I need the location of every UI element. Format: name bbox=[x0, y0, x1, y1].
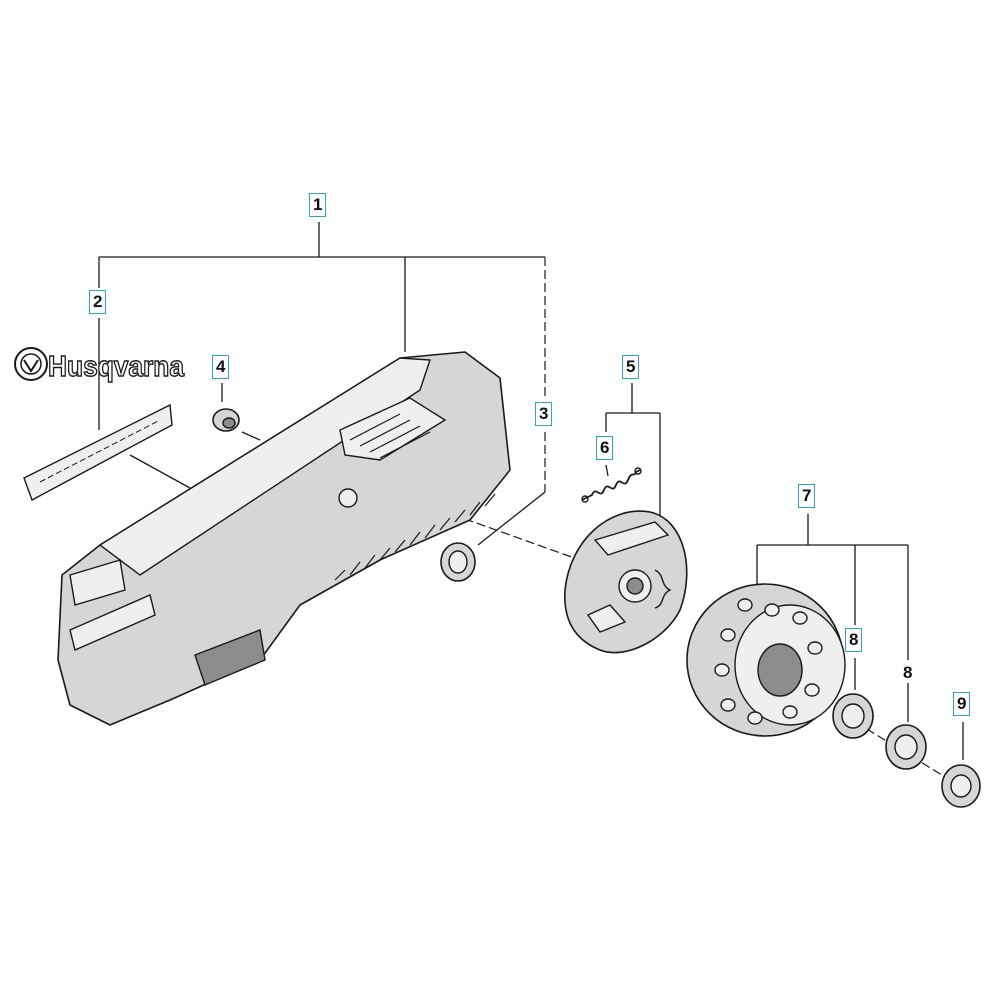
decal-strip bbox=[23, 403, 173, 501]
nut-part-4 bbox=[212, 408, 240, 432]
callout-8-plain: 8 bbox=[903, 663, 913, 682]
callout-8-boxed: 8 bbox=[845, 628, 863, 652]
bearing-part-8-first bbox=[832, 693, 874, 739]
callout-1: 1 bbox=[309, 193, 327, 217]
spring-part-6 bbox=[581, 467, 642, 503]
callout-3: 3 bbox=[535, 402, 553, 426]
sleeve-part-3 bbox=[440, 542, 476, 582]
leader-lines bbox=[98, 222, 964, 781]
callout-5: 5 bbox=[622, 355, 640, 379]
callout-4: 4 bbox=[212, 355, 230, 379]
seal-ring-part-9 bbox=[941, 764, 981, 808]
husqvarna-logo-decal: Husqvarna bbox=[14, 347, 185, 384]
clutch-assembly-part-5 bbox=[564, 510, 688, 654]
callout-9: 9 bbox=[953, 692, 971, 716]
clutch-cover bbox=[57, 351, 511, 726]
callout-7: 7 bbox=[798, 484, 816, 508]
bearing-part-8-second bbox=[885, 724, 927, 770]
callout-2: 2 bbox=[89, 290, 107, 314]
callout-6: 6 bbox=[596, 436, 614, 460]
clutch-drum-part-7 bbox=[686, 583, 846, 737]
svg-text:Husqvarna: Husqvarna bbox=[48, 351, 185, 383]
